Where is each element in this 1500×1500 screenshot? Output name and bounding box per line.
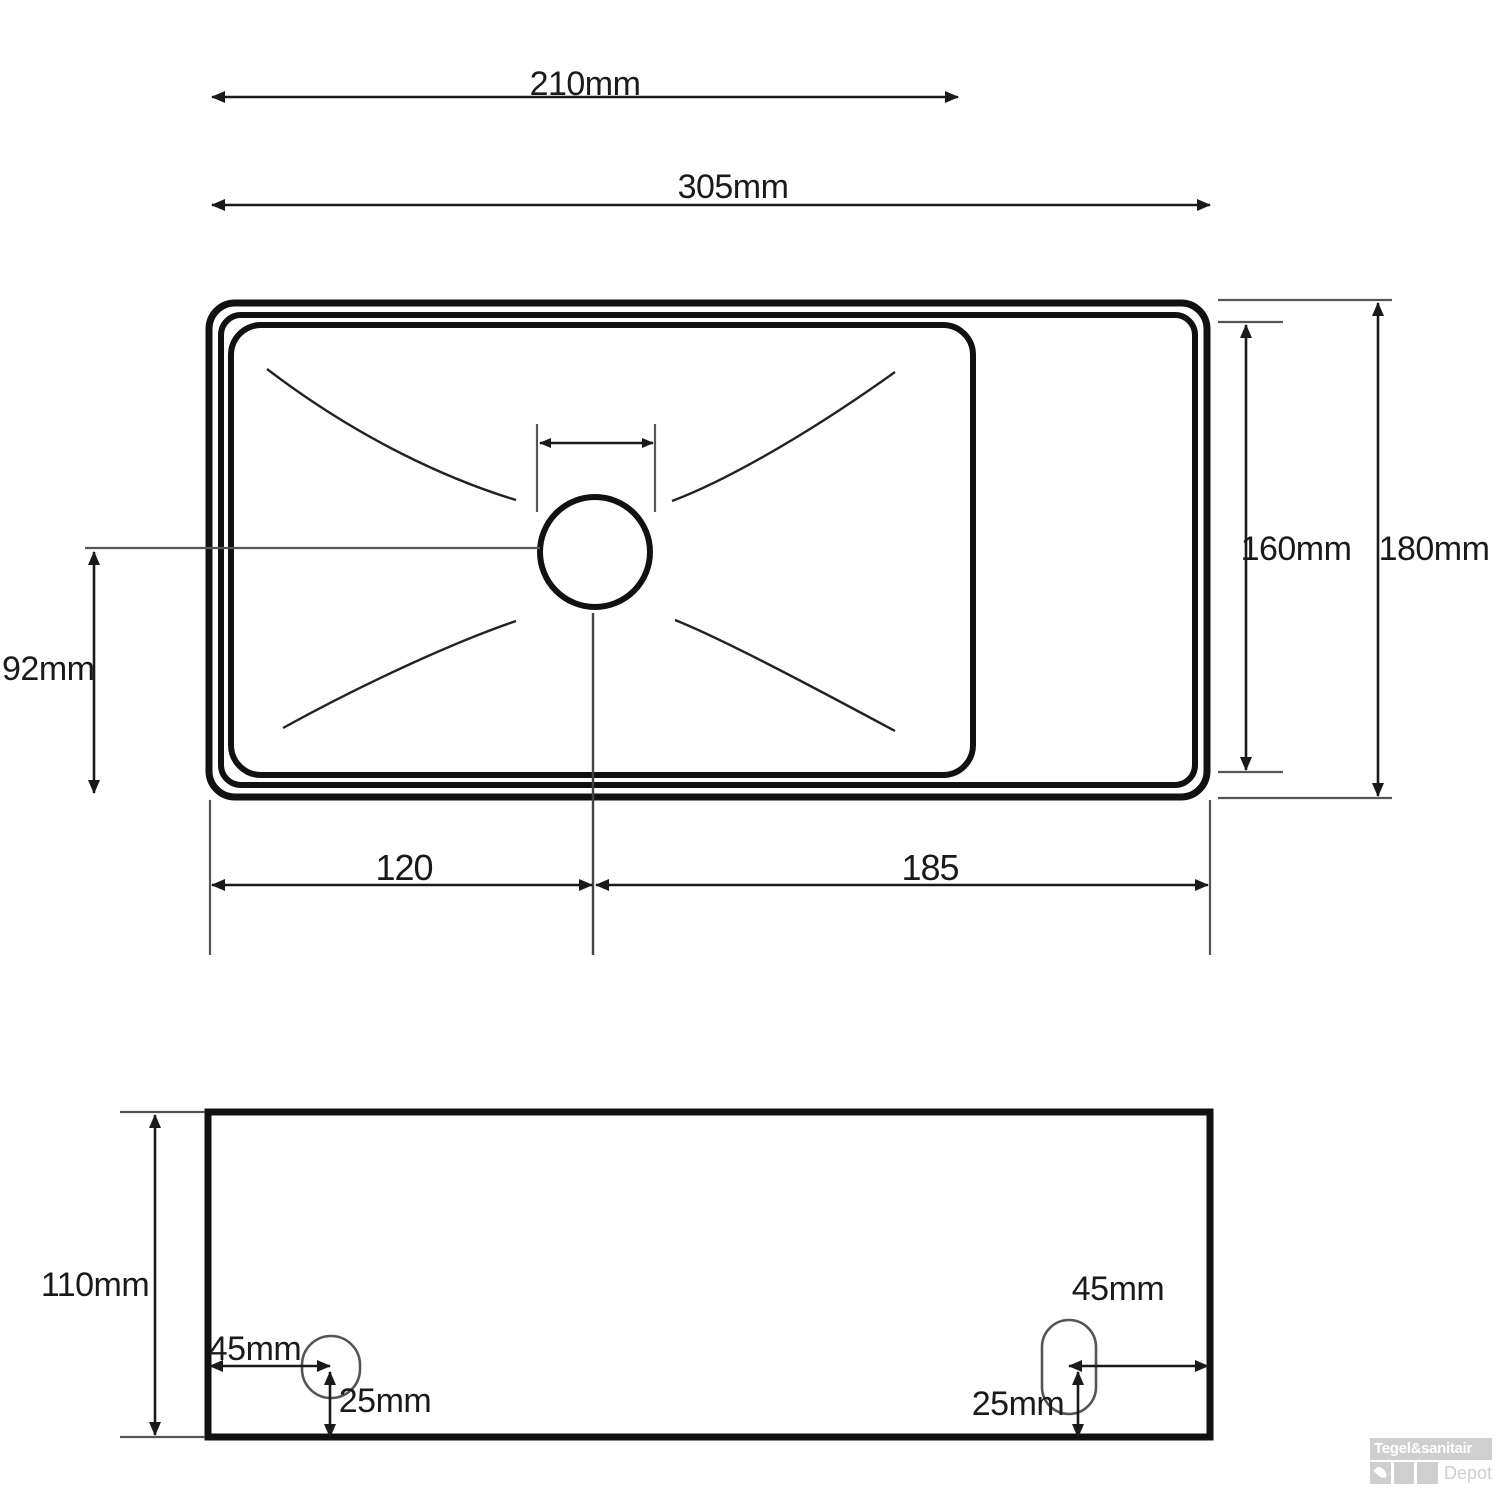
drain-circle bbox=[537, 494, 653, 610]
flow-curve-top-left bbox=[266, 368, 517, 502]
drain-hole bbox=[537, 494, 653, 610]
label-right-25mm: 25mm bbox=[972, 1385, 1064, 1423]
label-185: 185 bbox=[901, 847, 958, 888]
brand-logo: Tegel&sanitair Depot bbox=[1370, 1438, 1492, 1490]
basin-top-outline bbox=[205, 299, 1211, 801]
dimension-120-185 bbox=[208, 800, 1212, 955]
label-180mm: 180mm bbox=[1379, 530, 1490, 568]
basin-outer-rect-offset bbox=[218, 312, 1198, 788]
flow-curve-bottom-right bbox=[674, 618, 896, 733]
dimension-110mm bbox=[120, 1110, 205, 1439]
label-92mm: 92mm bbox=[2, 650, 94, 688]
label-110mm: 110mm bbox=[41, 1266, 149, 1304]
logo-square-2 bbox=[1393, 1462, 1415, 1484]
basin-bowl-rect bbox=[228, 322, 976, 778]
dimension-180mm bbox=[1218, 298, 1392, 800]
dimension-drain-diameter bbox=[535, 424, 657, 512]
logo-square-3 bbox=[1417, 1462, 1438, 1484]
brand-sub-name: Depot bbox=[1443, 1463, 1493, 1483]
basin-outer-rect bbox=[205, 299, 1211, 801]
label-left-45mm: 45mm bbox=[209, 1330, 301, 1368]
basin-flow-curves bbox=[266, 368, 896, 733]
leader-92mm bbox=[85, 546, 540, 794]
flow-curve-top-right bbox=[671, 371, 896, 503]
label-305mm: 305mm bbox=[678, 168, 789, 206]
keyhole-right bbox=[1040, 1318, 1209, 1438]
water-drop-icon bbox=[1370, 1462, 1391, 1484]
drop-shape bbox=[1373, 1465, 1389, 1480]
label-120: 120 bbox=[375, 847, 432, 888]
label-210mm: 210mm bbox=[530, 65, 641, 103]
rear-rect bbox=[204, 1108, 1214, 1441]
brand-logo-row: Depot bbox=[1370, 1462, 1492, 1484]
rear-view-outline bbox=[204, 1108, 1214, 1441]
flow-curve-bottom-left bbox=[282, 619, 517, 730]
keyhole-left bbox=[209, 1334, 362, 1438]
label-160mm: 160mm bbox=[1241, 530, 1352, 568]
brand-name: Tegel&sanitair bbox=[1370, 1438, 1492, 1460]
dimension-160mm bbox=[1218, 320, 1283, 774]
label-left-25mm: 25mm bbox=[339, 1382, 431, 1420]
label-right-45mm: 45mm bbox=[1072, 1270, 1164, 1308]
